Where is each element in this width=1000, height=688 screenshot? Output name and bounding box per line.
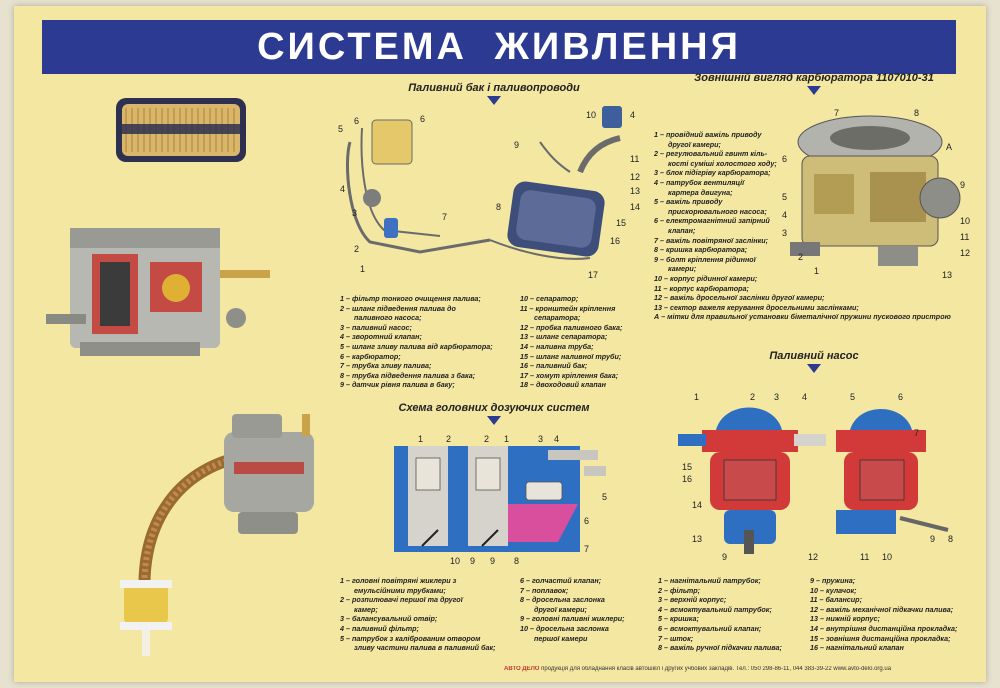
svg-text:13: 13 <box>630 186 640 196</box>
svg-text:A: A <box>946 142 952 152</box>
svg-text:10: 10 <box>960 216 970 226</box>
svg-text:4: 4 <box>630 110 635 120</box>
svg-text:7: 7 <box>442 212 447 222</box>
svg-text:3: 3 <box>774 392 779 402</box>
svg-text:5: 5 <box>782 192 787 202</box>
fuel-pump-with-hose <box>120 414 314 656</box>
svg-text:2: 2 <box>750 392 755 402</box>
svg-text:15: 15 <box>616 218 626 228</box>
legend-pump-col2: 9 – пружина; 10 – кулачок; 11 – балансир… <box>810 576 958 653</box>
svg-text:15: 15 <box>682 462 692 472</box>
svg-text:7: 7 <box>834 108 839 118</box>
svg-text:11: 11 <box>630 154 639 164</box>
svg-text:10: 10 <box>882 552 892 562</box>
svg-text:9: 9 <box>514 140 519 150</box>
svg-text:2: 2 <box>446 434 451 444</box>
section-marker-carburetor <box>807 86 821 95</box>
svg-text:8: 8 <box>496 202 501 212</box>
svg-text:4: 4 <box>802 392 807 402</box>
poster-title: СИСТЕМА ЖИВЛЕННЯ <box>257 25 741 68</box>
svg-text:1: 1 <box>814 266 819 276</box>
section-marker-pump <box>807 364 821 373</box>
svg-text:10: 10 <box>586 110 596 120</box>
section-title-dosing: Схема головних дозуючих систем <box>374 402 614 425</box>
legend-fuel-tank-col1: 1 – фільтр тонкого очищення палива; 2 – … <box>340 294 493 390</box>
svg-text:5: 5 <box>602 492 607 502</box>
svg-text:9: 9 <box>722 552 727 562</box>
section-marker-dosing <box>487 416 501 425</box>
svg-text:6: 6 <box>782 154 787 164</box>
legend-fuel-tank-col2: 10 – сепаратор; 11 – кронштейн кріплення… <box>520 294 623 390</box>
publisher-contacts: продукція для обладнання класів автошкіл… <box>541 666 892 672</box>
legend-dosing-col1: 1 – головні повітряні жиклери з емульсій… <box>340 576 496 653</box>
svg-text:2: 2 <box>484 434 489 444</box>
svg-text:14: 14 <box>692 500 702 510</box>
svg-text:11: 11 <box>960 232 969 242</box>
svg-text:8: 8 <box>914 108 919 118</box>
carburetor-exterior-drawing: 7 8A 9 10 11 12 13 6 5 4 3 2 1 <box>782 108 970 280</box>
svg-text:12: 12 <box>960 248 970 258</box>
svg-text:1: 1 <box>694 392 699 402</box>
svg-text:4: 4 <box>340 184 345 194</box>
svg-text:9: 9 <box>490 556 495 566</box>
svg-text:1: 1 <box>360 264 365 274</box>
air-filter-element <box>116 98 246 162</box>
section-title-pump: Паливний насос <box>734 350 894 373</box>
publisher-footer: АВТО ДЕЛО продукція для обладнання класі… <box>504 666 974 672</box>
svg-text:3: 3 <box>782 228 787 238</box>
svg-text:14: 14 <box>630 202 640 212</box>
legend-dosing-col2: 6 – голчастий клапан; 7 – поплавок; 8 – … <box>520 576 625 643</box>
title-bar: СИСТЕМА ЖИВЛЕННЯ <box>42 20 956 74</box>
svg-text:13: 13 <box>692 534 702 544</box>
cutaway-carburetor <box>46 228 270 356</box>
svg-text:10: 10 <box>450 556 460 566</box>
poster-board: СИСТЕМА ЖИВЛЕННЯ <box>14 6 986 682</box>
svg-text:6: 6 <box>584 516 589 526</box>
svg-text:12: 12 <box>808 552 818 562</box>
svg-text:9: 9 <box>470 556 475 566</box>
svg-text:17: 17 <box>588 270 598 280</box>
svg-text:4: 4 <box>782 210 787 220</box>
legend-pump-col1: 1 – нагнітальний патрубок; 2 – фільтр; 3… <box>658 576 782 653</box>
svg-text:6: 6 <box>354 116 359 126</box>
svg-text:13: 13 <box>942 270 952 280</box>
svg-text:11: 11 <box>860 552 869 562</box>
svg-text:3: 3 <box>538 434 543 444</box>
svg-text:7: 7 <box>914 428 919 438</box>
svg-text:6: 6 <box>420 114 425 124</box>
section-title-fuel-tank: Паливний бак і паливопроводи <box>374 82 614 105</box>
section-title-carburetor: Зовнішній вигляд карбюратора 1107010-31 <box>664 72 964 95</box>
svg-text:16: 16 <box>610 236 620 246</box>
svg-text:9: 9 <box>960 180 965 190</box>
svg-text:5: 5 <box>338 124 343 134</box>
svg-text:8: 8 <box>514 556 519 566</box>
svg-text:9: 9 <box>930 534 935 544</box>
svg-text:5: 5 <box>850 392 855 402</box>
svg-text:2: 2 <box>798 252 803 262</box>
svg-text:16: 16 <box>682 474 692 484</box>
svg-text:2: 2 <box>354 244 359 254</box>
dosing-systems-diagram: 1 2 2 1 3 4 5 6 7 8 9 10 9 <box>394 434 607 566</box>
svg-text:12: 12 <box>630 172 640 182</box>
legend-carburetor: 1 – провідний важіль приводу другої каме… <box>654 130 951 322</box>
svg-text:1: 1 <box>418 434 423 444</box>
svg-text:6: 6 <box>898 392 903 402</box>
svg-text:7: 7 <box>584 544 589 554</box>
publisher-logo: АВТО ДЕЛО <box>504 666 540 672</box>
svg-text:1: 1 <box>504 434 509 444</box>
section-marker-fuel-tank <box>487 96 501 105</box>
svg-text:3: 3 <box>352 208 357 218</box>
svg-text:4: 4 <box>554 434 559 444</box>
svg-text:8: 8 <box>948 534 953 544</box>
